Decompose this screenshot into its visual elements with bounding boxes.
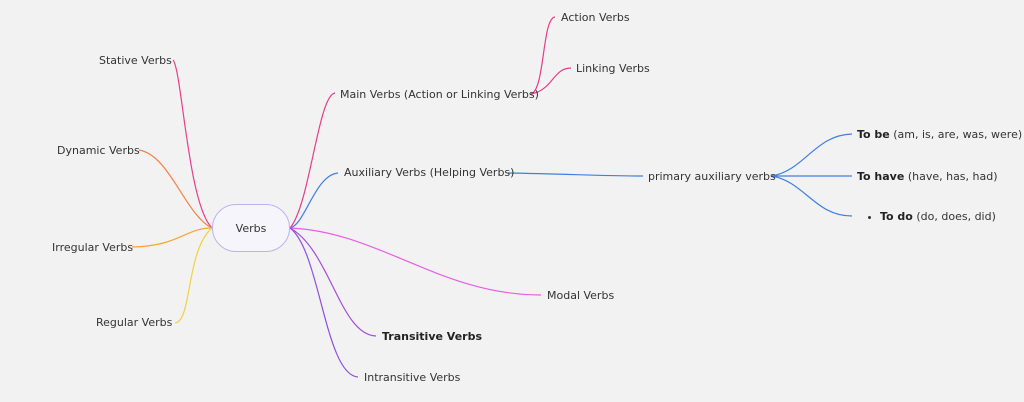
node-transitive-verbs[interactable]: Transitive Verbs [382, 330, 482, 343]
edge-transitive [289, 227, 377, 337]
node-primary-auxiliary-verbs[interactable]: primary auxiliary verbs [648, 170, 776, 183]
node-to-do[interactable]: To do (do, does, did) [868, 210, 996, 224]
node-action-verbs[interactable]: Action Verbs [561, 11, 630, 24]
edge-primary [507, 172, 644, 177]
node-linking-verbs[interactable]: Linking Verbs [576, 62, 650, 75]
edge-dynamic [138, 149, 213, 229]
to-have-forms: (have, has, had) [904, 170, 998, 183]
to-be-forms: (am, is, are, was, were) [889, 128, 1023, 141]
root-node-label: Verbs [235, 221, 267, 235]
node-dynamic-verbs[interactable]: Dynamic Verbs [57, 144, 140, 157]
node-intransitive-verbs[interactable]: Intransitive Verbs [364, 371, 461, 384]
node-irregular-verbs[interactable]: Irregular Verbs [52, 241, 134, 254]
edge-intransitive [289, 227, 359, 378]
edge-stative [172, 59, 213, 229]
root-node-verbs[interactable]: Verbs [212, 204, 290, 252]
node-stative-verbs[interactable]: Stative Verbs [99, 54, 172, 67]
edge-to-be [771, 133, 853, 177]
edge-modal [289, 227, 542, 296]
edge-linking [530, 67, 572, 95]
edge-main [289, 92, 336, 229]
to-have-keyword: To have [857, 170, 905, 183]
edge-action [530, 16, 556, 95]
node-modal-verbs[interactable]: Modal Verbs [547, 289, 615, 302]
node-main-verbs[interactable]: Main Verbs (Action or Linking Verbs) [340, 88, 539, 101]
edge-to-do [771, 175, 853, 217]
to-be-keyword: To be [857, 128, 890, 141]
to-do-forms: (do, does, did) [912, 210, 996, 223]
edge-auxiliary [289, 172, 339, 229]
node-to-be[interactable]: To be (am, is, are, was, were) [857, 128, 1022, 142]
edge-regular [174, 227, 213, 324]
node-to-have[interactable]: To have (have, has, had) [857, 170, 998, 184]
bullet-icon [868, 215, 871, 219]
edge-irregular [131, 227, 213, 248]
to-do-keyword: To do [880, 210, 913, 223]
node-auxiliary-verbs[interactable]: Auxiliary Verbs (Helping Verbs) [344, 166, 515, 179]
node-regular-verbs[interactable]: Regular Verbs [96, 316, 173, 329]
